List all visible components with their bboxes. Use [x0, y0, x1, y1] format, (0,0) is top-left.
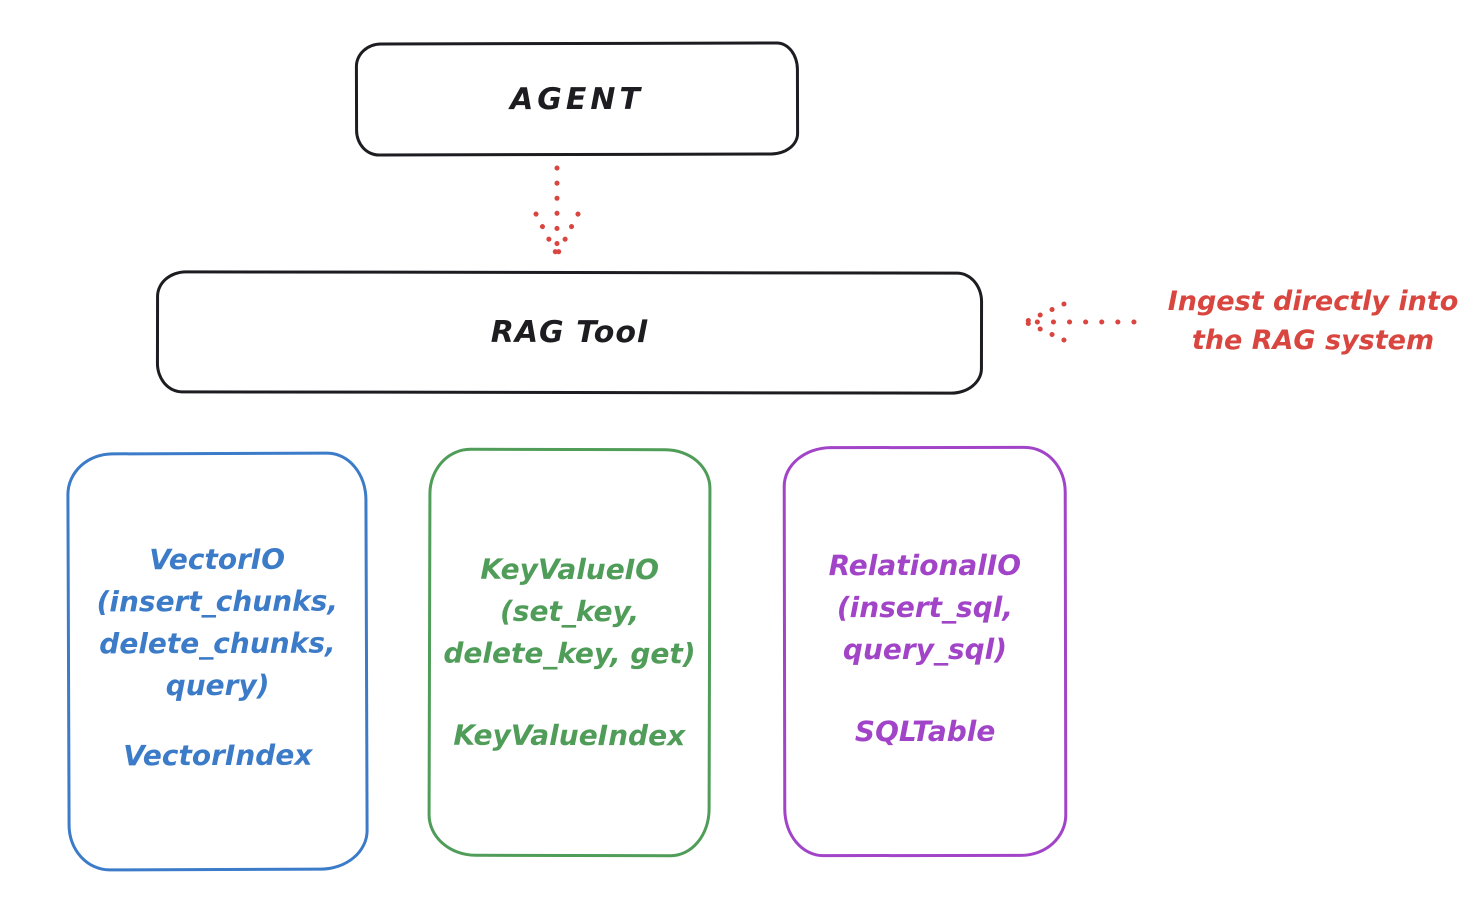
keyvalue-io-line: (set_key, [499, 594, 640, 629]
keyvalue-io-title: KeyValueIO (set_key, delete_key, get) [443, 549, 696, 676]
keyvalue-index-label: KeyValueIndex [453, 718, 686, 753]
ingest-annotation-line1: Ingest directly into [1167, 286, 1459, 317]
agent-to-ragtool-arrow [520, 162, 594, 262]
relational-io-line: query_sql) [842, 632, 1008, 667]
relational-io-line: (insert_sql, [836, 590, 1013, 625]
vector-io-line: (insert_chunks, [96, 584, 339, 619]
vector-io-title: VectorIO (insert_chunks, delete_chunks, … [96, 539, 338, 708]
vector-io-box: VectorIO (insert_chunks, delete_chunks, … [66, 451, 369, 872]
ingest-annotation-line2: the RAG system [1191, 325, 1435, 356]
relational-io-box: RelationalIO (insert_sql, query_sql) SQL… [782, 445, 1068, 858]
sql-table-label: SQLTable [854, 714, 996, 749]
rag-tool-label: RAG Tool [490, 314, 649, 351]
agent-label: AGENT [510, 81, 644, 117]
vector-io-line: query) [165, 668, 270, 703]
rag-tool-box: RAG Tool [155, 270, 984, 395]
dotted-down-arrow-icon [533, 165, 581, 258]
keyvalue-io-box: KeyValueIO (set_key, delete_key, get) Ke… [427, 447, 712, 858]
vector-io-line: VectorIO [149, 542, 286, 577]
relational-io-line: RelationalIO [828, 548, 1022, 583]
ingest-annotation: Ingest directly into the RAG system [1142, 282, 1484, 360]
ingest-arrow [1012, 294, 1140, 350]
vector-io-line: delete_chunks, [99, 626, 336, 661]
agent-box: AGENT [354, 41, 800, 157]
keyvalue-io-line: KeyValueIO [480, 552, 660, 587]
keyvalue-io-line: delete_key, get) [443, 636, 696, 671]
vector-index-label: VectorIndex [123, 738, 313, 773]
dotted-left-arrow-icon [1022, 301, 1137, 343]
relational-io-title: RelationalIO (insert_sql, query_sql) [829, 545, 1022, 671]
